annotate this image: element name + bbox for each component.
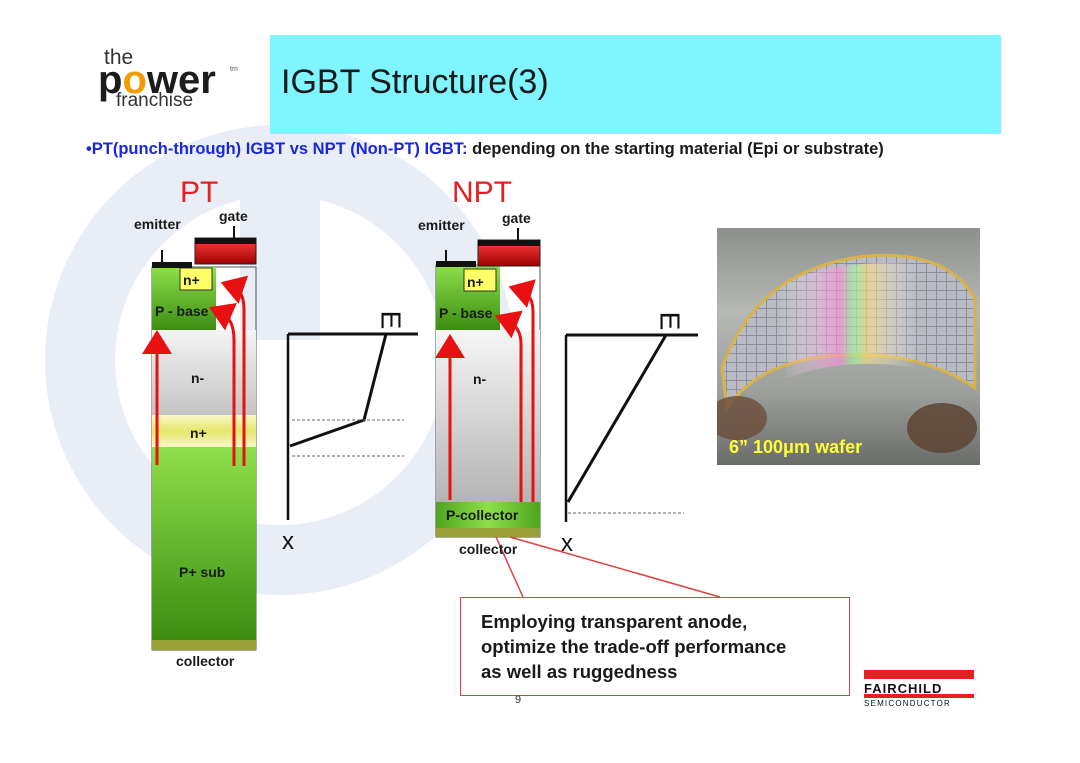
npt-field-profile	[564, 333, 698, 522]
npt-layer-p-base: P - base	[439, 305, 493, 321]
page-number: 9	[515, 694, 522, 706]
npt-p-collector-layer	[436, 502, 540, 528]
fairchild-logo-text: FAIRCHILD	[864, 681, 943, 696]
pt-collector-label: collector	[176, 653, 235, 669]
npt-n-plus-source	[463, 268, 497, 292]
npt-device	[435, 228, 541, 538]
pt-gate-label: gate	[219, 208, 248, 224]
page-title: IGBT Structure(3)	[281, 63, 549, 101]
npt-layer-n-plus: n+	[467, 274, 484, 290]
pt-layer-n-plus-buffer: n+	[190, 425, 207, 441]
pt-layer-p-plus-sub: P+ sub	[179, 564, 226, 580]
pt-emitter-contact	[152, 262, 192, 268]
npt-axis-x-label: x	[561, 530, 573, 557]
pt-emitter-label: emitter	[134, 216, 181, 232]
wafer-photo-graphic	[717, 253, 977, 453]
npt-gate-label: gate	[502, 210, 531, 226]
pt-collector-metal	[152, 640, 256, 650]
callout-line-3: as well as ruggedness	[481, 661, 678, 682]
subtitle-blue: •PT(punch-through) IGBT vs NPT (Non-PT) …	[86, 140, 468, 158]
npt-heading: NPT	[452, 176, 512, 209]
callout-line-1: Employing transparent anode,	[481, 611, 748, 632]
pt-axis-e-label: E	[375, 310, 407, 330]
pt-n-plus-source	[179, 267, 213, 291]
logo-the: the	[104, 46, 134, 69]
npt-emitter-contact	[436, 261, 476, 267]
logo-tm: tm	[230, 66, 238, 73]
fairchild-logo-subtext: SEMICONDUCTOR	[864, 699, 952, 708]
npt-collector-metal	[436, 528, 540, 537]
npt-n-minus-layer	[436, 330, 540, 502]
pt-layer-p-base: P - base	[155, 303, 209, 319]
pt-device	[142, 226, 257, 651]
subtitle-rest: depending on the starting material (Epi …	[467, 140, 884, 158]
npt-layer-n-minus: n-	[473, 371, 487, 387]
npt-collector-label: collector	[459, 541, 518, 557]
npt-layer-p-collector: P-collector	[446, 507, 519, 523]
pt-layer-n-minus: n-	[191, 370, 205, 386]
title-bar	[270, 35, 1001, 134]
fairchild-logo-graphic	[864, 670, 974, 698]
pt-n-plus-buffer-layer	[152, 415, 256, 447]
callout-pointer	[495, 536, 721, 598]
pt-p-plus-sub-layer	[152, 447, 256, 640]
pt-heading: PT	[180, 176, 219, 209]
pt-layer-n-plus: n+	[183, 272, 200, 288]
npt-axis-e-label: E	[654, 311, 686, 331]
callout-text: Employing transparent anode, optimize th…	[481, 609, 851, 684]
npt-emitter-label: emitter	[418, 217, 465, 233]
callout-box	[460, 597, 850, 696]
pt-axis-x-label: x	[282, 528, 294, 555]
wafer-caption: 6” 100μm wafer	[729, 437, 863, 457]
pt-field-profile	[286, 332, 418, 520]
callout-line-2: optimize the trade-off performance	[481, 636, 787, 657]
logo-franchise: franchise	[116, 90, 194, 111]
wafer-photo	[717, 228, 980, 465]
subtitle-line: •PT(punch-through) IGBT vs NPT (Non-PT) …	[86, 140, 884, 159]
logo-power: power	[98, 58, 216, 102]
